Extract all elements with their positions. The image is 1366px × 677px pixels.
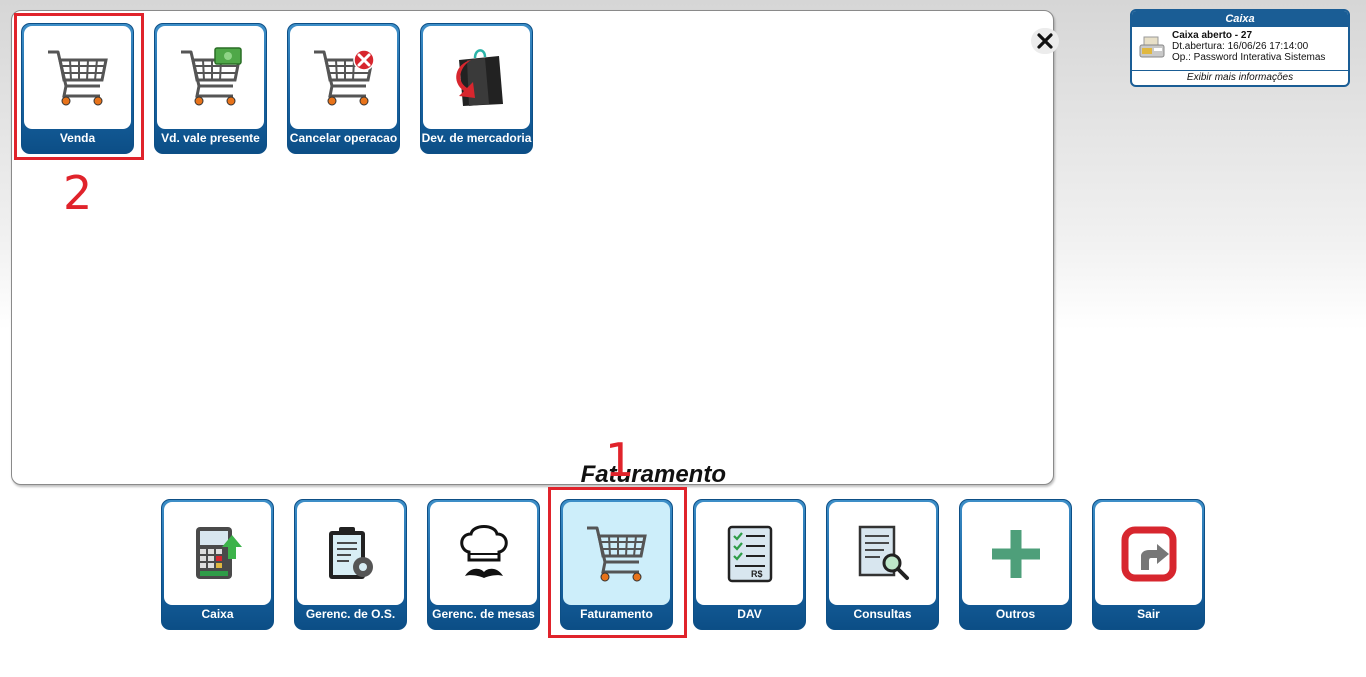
outros-button[interactable]: Outros <box>959 499 1072 630</box>
annotation-number-1: 1 <box>605 433 635 487</box>
faturamento-panel: Venda Vd. vale presente <box>11 10 1059 488</box>
venda-button[interactable]: Venda <box>21 23 134 154</box>
cash-register-icon <box>1139 36 1165 58</box>
close-icon <box>1037 33 1053 49</box>
checklist-icon: R$ <box>727 525 772 582</box>
sair-button[interactable]: Sair <box>1092 499 1205 630</box>
more-info-link[interactable]: Exibir mais informações <box>1132 70 1348 85</box>
cart-icon <box>586 526 647 581</box>
gerenc-mesas-button[interactable]: Gerenc. de mesas <box>427 499 540 630</box>
highlight-box-faturamento <box>548 487 687 638</box>
caixa-opened-date: Dt.abertura: 16/06/26 17:14:00 <box>1172 41 1309 52</box>
caixa-operator: Op.: Password Interativa Sistemas <box>1172 52 1326 63</box>
devolucao-button[interactable]: Dev. de mercadoria <box>420 23 533 154</box>
faturamento-button[interactable]: Faturamento <box>560 499 673 630</box>
cancelar-operacao-label: Cancelar operacao <box>289 131 398 145</box>
cart-money-icon <box>180 46 242 105</box>
gerenc-os-button[interactable]: Gerenc. de O.S. <box>294 499 407 630</box>
svg-text:R$: R$ <box>751 569 763 579</box>
sair-label: Sair <box>1137 607 1160 621</box>
chef-icon <box>459 524 508 578</box>
devolucao-label: Dev. de mercadoria <box>421 131 532 145</box>
cart-icon <box>47 50 108 105</box>
consultas-label: Consultas <box>853 607 912 621</box>
annotation-number-2: 2 <box>63 166 93 220</box>
cancelar-operacao-button[interactable]: Cancelar operacao <box>287 23 400 154</box>
caixa-status: Caixa aberto - 27 <box>1172 30 1253 41</box>
vale-presente-label: Vd. vale presente <box>161 131 260 145</box>
plus-icon <box>991 529 1040 578</box>
document-search-icon <box>858 525 909 580</box>
dav-label: DAV <box>737 607 762 621</box>
caixa-widget-title: Caixa <box>1132 11 1348 27</box>
consultas-button[interactable]: Consultas <box>826 499 939 630</box>
dav-button[interactable]: R$ DAV <box>693 499 806 630</box>
highlight-box-venda <box>14 13 144 160</box>
gerenc-os-label: Gerenc. de O.S. <box>305 607 396 621</box>
cash-register-icon <box>195 526 242 579</box>
venda-label: Venda <box>59 131 96 145</box>
clipboard-gear-icon <box>328 526 373 579</box>
close-button[interactable] <box>1031 28 1059 54</box>
cart-cancel-icon <box>313 48 375 105</box>
panel-title: Faturamento <box>580 461 726 488</box>
gerenc-mesas-label: Gerenc. de mesas <box>432 607 535 621</box>
caixa-button[interactable]: Caixa <box>161 499 274 630</box>
caixa-status-widget: Caixa Caixa aberto - 27 Dt.abertura: 16/… <box>1130 9 1350 87</box>
caixa-label: Caixa <box>201 607 234 621</box>
outros-label: Outros <box>995 607 1036 621</box>
exit-icon <box>1121 526 1176 581</box>
vale-presente-button[interactable]: Vd. vale presente <box>154 23 267 154</box>
return-bag-icon <box>455 48 503 106</box>
faturamento-label: Faturamento <box>580 607 653 621</box>
